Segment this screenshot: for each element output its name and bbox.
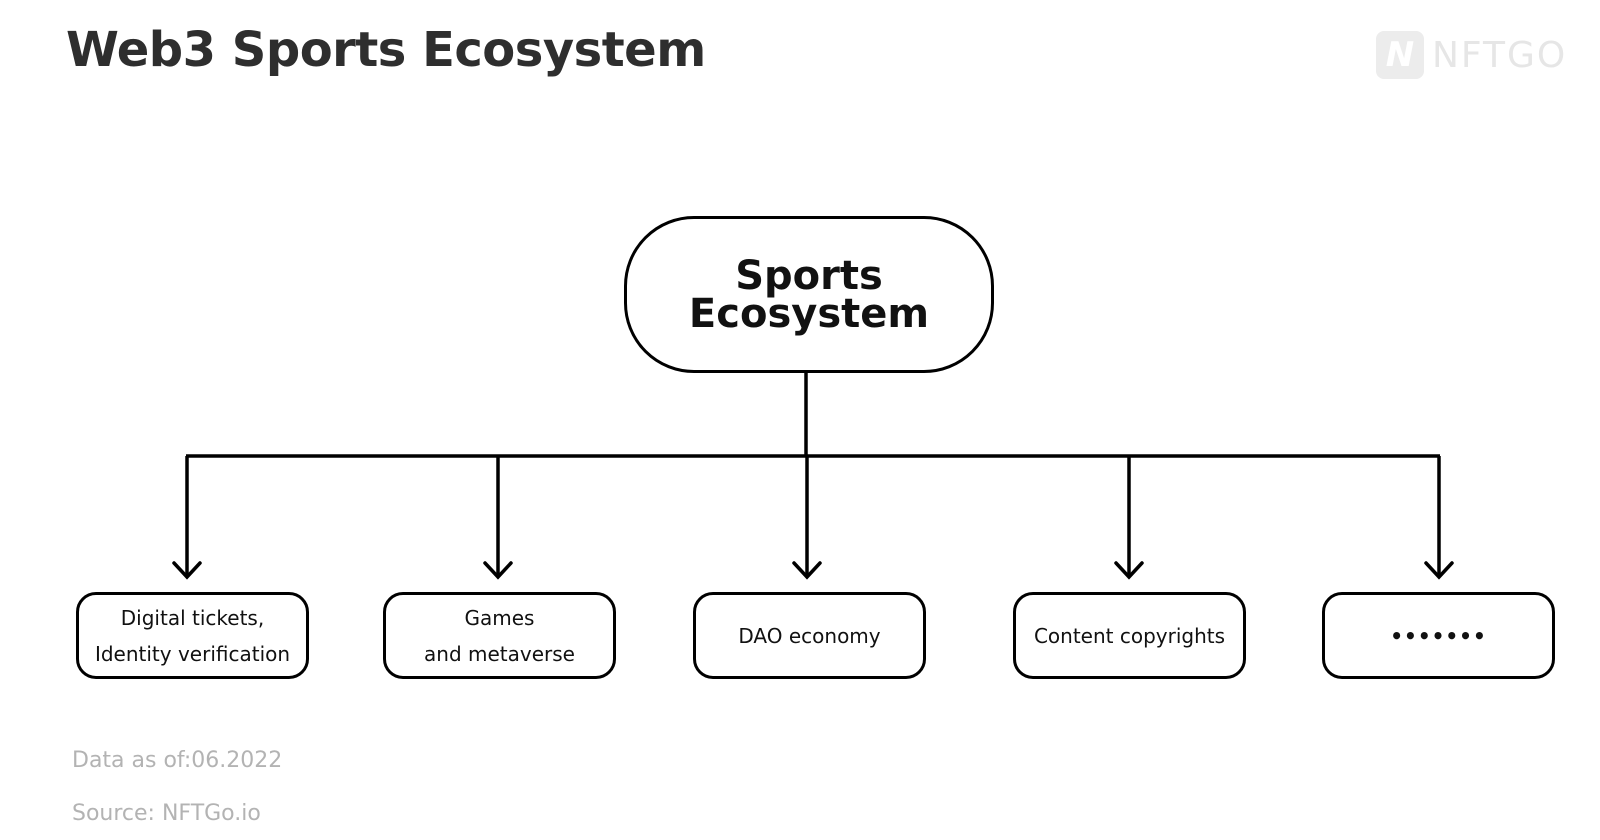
leaf-label-line: Games	[464, 605, 535, 630]
leaf-node-games-metaverse: Games and metaverse	[383, 592, 616, 679]
logo-text: NFTGO	[1432, 34, 1568, 76]
leaf-label-line: Digital tickets,	[120, 605, 265, 630]
leaf-node-digital-tickets: Digital tickets, Identity verification	[76, 592, 309, 679]
ellipsis-label: •••••••	[1390, 623, 1487, 648]
source-note: Source: NFTGo.io	[72, 801, 261, 826]
leaf-label-line: Identity verification	[94, 641, 291, 666]
leaf-node-more: •••••••	[1322, 592, 1555, 679]
leaf-label-line: Content copyrights	[1033, 623, 1226, 648]
leaf-node-dao-economy: DAO economy	[693, 592, 926, 679]
arrow-down-icon	[1114, 561, 1144, 580]
leaf-node-content-copyrights: Content copyrights	[1013, 592, 1246, 679]
arrow-down-icon	[172, 561, 202, 580]
brand-logo: N NFTGO	[1376, 30, 1567, 80]
arrow-down-icon	[483, 561, 513, 580]
leaf-label-line: DAO economy	[738, 623, 881, 648]
arrow-down-icon	[792, 561, 822, 580]
root-label-line: Sports	[735, 252, 883, 299]
leaf-label-line: and metaverse	[424, 641, 575, 666]
data-date-note: Data as of:06.2022	[72, 748, 283, 773]
page-title: Web3 Sports Ecosystem	[66, 22, 706, 78]
root-node: Sports Ecosystem	[624, 216, 994, 373]
arrow-down-icon	[1424, 561, 1454, 580]
root-label-line: Ecosystem	[688, 290, 930, 337]
nftgo-logo-icon: N	[1376, 31, 1424, 79]
